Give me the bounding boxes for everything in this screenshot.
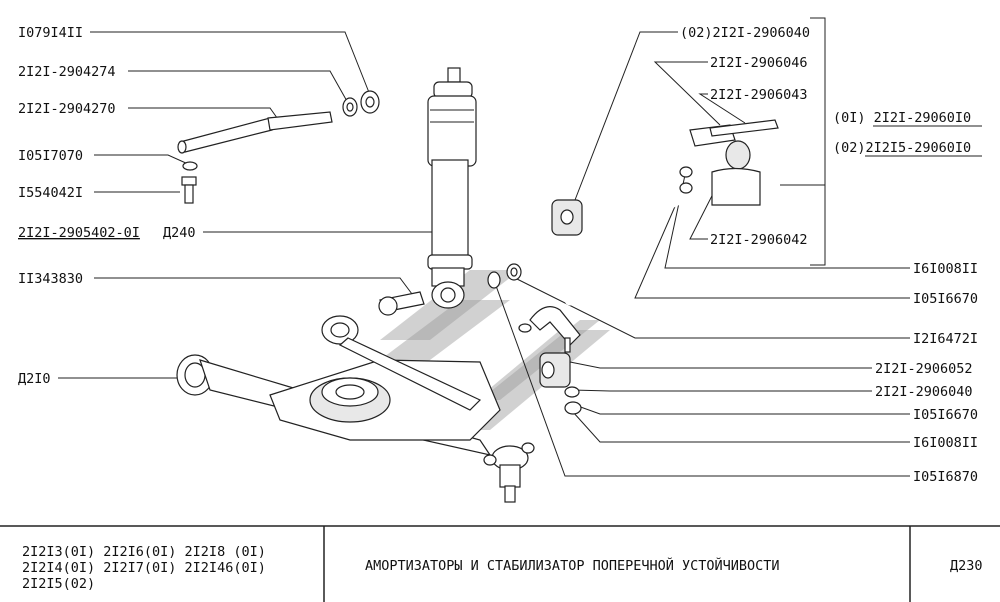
models-line-1: 2I2I3(0I) 2I2I6(0I) 2I2I8 (0I) <box>22 544 266 560</box>
washer-I05I6670-top <box>679 182 693 194</box>
label-I2I6472I[interactable]: I2I6472I <box>913 331 978 347</box>
models-line-3: 2I2I5(02) <box>22 576 95 592</box>
label-2I2I-2906043[interactable]: 2I2I-2906043 <box>710 87 808 103</box>
label-I6I008II-top[interactable]: I6I008II <box>913 261 978 277</box>
label-II343830[interactable]: II343830 <box>18 271 83 287</box>
shock-absorber <box>427 67 477 309</box>
nut-I079I4II <box>360 90 380 114</box>
left-labels: I079I4II 2I2I-2904274 2I2I-2904270 I05I7… <box>18 25 196 387</box>
right-labels: (02)2I2I-2906040 2I2I-2906046 2I2I-29060… <box>680 25 978 485</box>
leader-lines <box>58 17 910 477</box>
label-I05I6870[interactable]: I05I6870 <box>913 469 978 485</box>
page-title: АМОРТИЗАТОРЫ И СТАБИЛИЗАТОР ПОПЕРЕЧНОЙ У… <box>365 556 780 574</box>
label-2I2I-2906042[interactable]: 2I2I-2906042 <box>710 232 808 248</box>
nut-I6I008II-top <box>679 166 693 178</box>
clip-2I2I-2906043 <box>709 119 779 137</box>
title-block: 2I2I3(0I) 2I2I6(0I) 2I2I8 (0I) 2I2I4(0I)… <box>0 525 1000 602</box>
label-I6I008II-bottom[interactable]: I6I008II <box>913 435 978 451</box>
bushing-2I2I-2906040-right <box>539 352 571 388</box>
models-line-2: 2I2I4(0I) 2I2I7(0I) 2I2I46(0I) <box>22 560 266 576</box>
ball-joint <box>483 442 535 503</box>
label-02-2I2I5-29060I0[interactable]: (02)2I2I5-29060I0 <box>833 140 971 156</box>
stabilizer-bar <box>564 124 792 306</box>
label-02-2I2I-2906040[interactable]: (02)2I2I-2906040 <box>680 25 810 41</box>
label-D240[interactable]: Д240 <box>163 225 196 241</box>
washer-I05I6670-bottom <box>564 386 580 398</box>
label-I554042I[interactable]: I554042I <box>18 185 83 201</box>
nut-I6I008II-bottom <box>564 401 582 415</box>
label-2I2I-2906052[interactable]: 2I2I-2906052 <box>875 361 973 377</box>
label-I05I7070[interactable]: I05I7070 <box>18 148 83 164</box>
page-code: Д230 <box>950 558 983 574</box>
bolt-II343830 <box>378 291 425 316</box>
bolt-I554042I <box>181 176 197 204</box>
strut-rod-2I2I-2904270 <box>177 111 333 154</box>
washer-2I2I-2904274 <box>342 97 358 117</box>
label-2I2I-2906046[interactable]: 2I2I-2906046 <box>710 55 808 71</box>
washer-I05I6870 <box>487 271 501 289</box>
lower-control-arm <box>176 315 501 456</box>
label-D2I0[interactable]: Д2I0 <box>18 371 51 387</box>
label-2I2I-2904270[interactable]: 2I2I-2904270 <box>18 101 116 117</box>
nut-center <box>506 263 522 281</box>
label-0I-2I2I-29060I0[interactable]: (0I) 2I2I-29060I0 <box>833 110 971 126</box>
washer-I05I7070 <box>182 161 198 171</box>
label-2I2I-2906040[interactable]: 2I2I-2906040 <box>875 384 973 400</box>
label-I05I6670-top[interactable]: I05I6670 <box>913 291 978 307</box>
label-2I2I-2905402-0I[interactable]: 2I2I-2905402-0I <box>18 225 140 241</box>
label-I05I6670-bottom[interactable]: I05I6670 <box>913 407 978 423</box>
bushing-2I2I-2906040-left <box>551 199 583 236</box>
bracket-2I2I-2906052 <box>518 306 581 353</box>
label-2I2I-2904274[interactable]: 2I2I-2904274 <box>18 64 116 80</box>
label-I079I4II[interactable]: I079I4II <box>18 25 83 41</box>
